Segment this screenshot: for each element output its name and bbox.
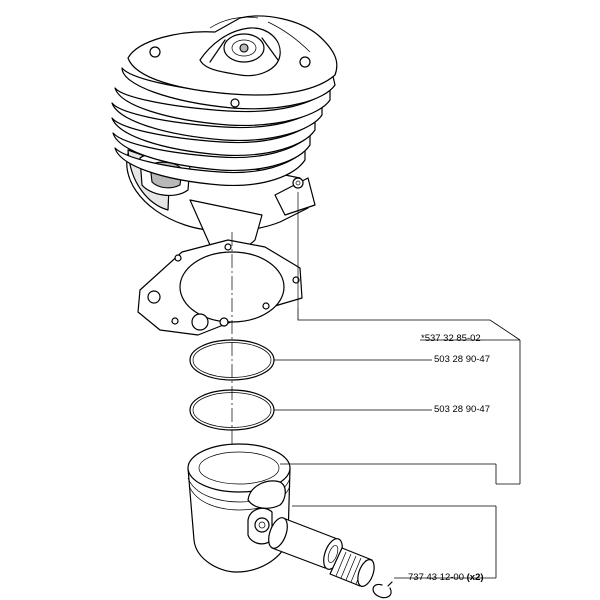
piston — [187, 443, 291, 573]
circlip-part-number: 737 43 12-00 — [408, 572, 464, 583]
assembly-part-number: *537 32 85-02 — [421, 333, 481, 344]
ring-bottom-part-number: 503 28 90-47 — [434, 404, 490, 415]
leader-lines — [274, 308, 521, 579]
ring-top-part-number: 503 28 90-47 — [434, 354, 490, 365]
circlip-label: 737 43 12-00 (x2) — [408, 573, 484, 583]
needle-bearing — [329, 547, 375, 587]
circlip — [372, 581, 393, 599]
circlip-quantity: (x2) — [466, 572, 484, 583]
cylinder — [111, 15, 338, 252]
cylinder-gasket — [137, 239, 303, 336]
wrist-pin — [268, 517, 343, 570]
